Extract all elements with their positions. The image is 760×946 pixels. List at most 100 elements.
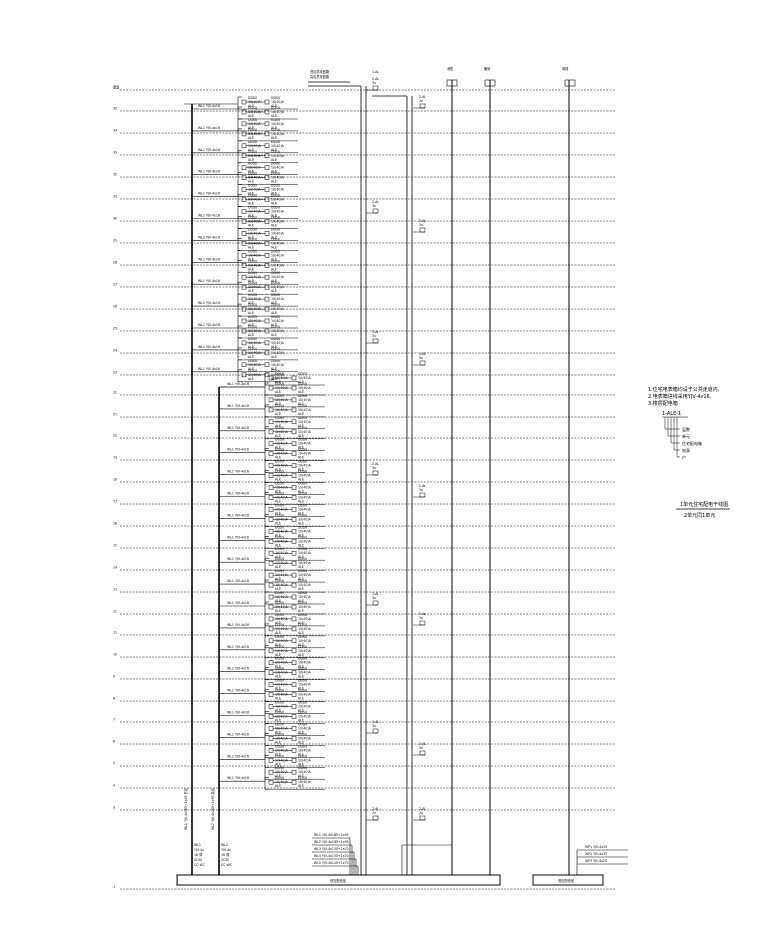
meter-text: 10(40)A [298, 671, 312, 675]
legend-item-2: 单元 [682, 433, 690, 439]
meter-text: ALE [298, 587, 304, 591]
meter-text: 10(40)A [248, 198, 262, 202]
meter-text: DDSU [248, 172, 258, 176]
meter-text: DDSU [275, 525, 285, 529]
floor-label: 34 [113, 129, 117, 133]
riser-tag-box [372, 338, 379, 344]
meter-text: ALE [271, 289, 277, 293]
meter-text: 10(40)A [271, 154, 285, 158]
meter-text: DDSU [298, 513, 308, 517]
meter-text: ALE [248, 333, 254, 337]
meter-text: ALE [298, 719, 304, 723]
meter-icon [268, 748, 274, 753]
meter-text: 10(40)A [271, 231, 285, 235]
riser-tag-text: 2-AL [419, 484, 426, 488]
meter-text: DDSU [298, 579, 308, 583]
meter-text: 10(40)A [275, 715, 289, 719]
legend-note-3: 3.楼层配电箱 [648, 400, 678, 407]
meter-text: ALE [248, 114, 254, 118]
meter-text: DDSU [248, 194, 258, 198]
meter-icon [264, 131, 270, 137]
meter-text: 10(40)A [298, 583, 312, 587]
meter-icon [268, 517, 274, 522]
meter-icon [268, 704, 274, 709]
feeder-label: WL1 YJV-4x16 [227, 492, 249, 496]
meter-text: DDSU [275, 579, 285, 583]
meter-text: ALE [298, 412, 304, 416]
floor-label: 32 [113, 173, 117, 177]
meter-text: DDSU [271, 369, 281, 373]
meter-text: ALE [271, 345, 277, 349]
meter-icon [268, 660, 274, 665]
meter-text: 10(40)A [275, 780, 289, 784]
top-labels: 低区供电回路 高区供电回路 1-AL 消防 备用 电梯 [310, 66, 569, 79]
meter-text: DDSU [275, 722, 285, 726]
meter-icon [291, 604, 297, 610]
floor-label: 4 [113, 784, 115, 788]
meter-text: 10(40)A [298, 627, 312, 631]
meter-text: ALE [298, 687, 304, 691]
meter-icon [264, 197, 270, 202]
meter-icon [264, 165, 270, 170]
floor-label: 33 [113, 151, 117, 155]
meter-text: DDSU [275, 776, 285, 780]
meter-text: 10(40)A [298, 408, 312, 412]
riser-tag-text: 3x [419, 488, 423, 492]
riser-tag-box [372, 600, 379, 606]
feeder-label: WL1 YJV-4x16 [198, 279, 220, 283]
meter-text: DDSU [271, 259, 281, 263]
floor-label: 24 [113, 349, 117, 353]
meter-text: ALE [248, 202, 254, 206]
meter-text: 10(40)A [275, 683, 289, 687]
meter-icon [291, 758, 297, 763]
bus-note: YJV-4x [221, 848, 231, 852]
meter-icon [241, 165, 247, 170]
meter-text: ALE [298, 621, 304, 625]
meter-icon [268, 485, 274, 490]
meter-text: ALE [298, 740, 304, 744]
meter-text: DDSU [275, 701, 285, 705]
meter-icon [291, 594, 297, 600]
riser-tag-text: 3x [372, 334, 376, 338]
meter-text: 10(40)A [275, 529, 289, 533]
meter-text: ALE [271, 214, 277, 218]
meter-text: 10(40)A [248, 166, 262, 170]
meter-text: DDSU [275, 460, 285, 464]
meter-text: 10(40)A [271, 122, 285, 126]
meter-text: ALE [271, 158, 277, 162]
meter-text: 10(40)A [271, 285, 285, 289]
meter-text: ALE [275, 402, 281, 406]
meter-text: ALE [271, 323, 277, 327]
meter-text: 10(40)A [248, 307, 262, 311]
meter-text: DDSU [271, 227, 281, 231]
meter-icon [264, 121, 270, 127]
meter-text: DDSU [298, 438, 308, 442]
meter-text: DDSU [248, 227, 258, 231]
riser-tag-box [372, 815, 379, 821]
meter-text: 10(40)A [298, 748, 312, 752]
meter-text: ALE [248, 377, 254, 381]
meter-text: DDSU [275, 416, 285, 420]
meter-icon [241, 121, 247, 127]
meter-text: 10(40)A [275, 517, 289, 521]
side-panel-label: 低压配电室 [558, 878, 574, 883]
meter-text: DDSU [275, 667, 285, 671]
bus-note: WL1 [194, 843, 201, 847]
top-label-riser-a: 1-AL [372, 70, 379, 74]
meter-text: ALE [271, 245, 277, 249]
meter-icon [241, 99, 247, 105]
